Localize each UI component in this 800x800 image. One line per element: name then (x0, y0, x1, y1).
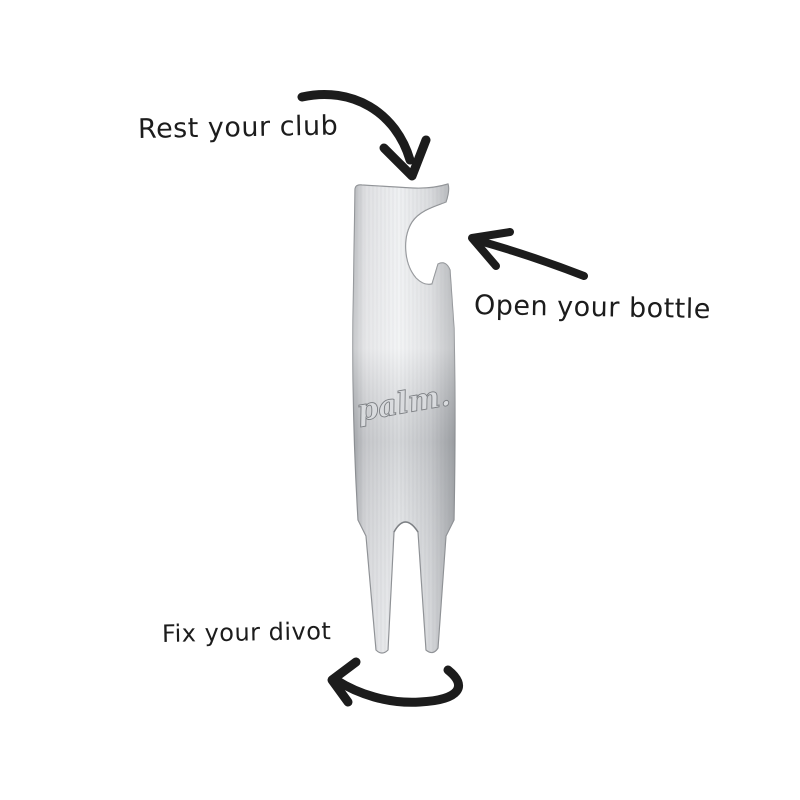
arrow-open-bottle-icon (468, 228, 588, 280)
label-open-your-bottle: Open your bottle (473, 290, 712, 326)
divot-tool (352, 183, 456, 654)
label-fix-your-divot: Fix your divot (161, 617, 332, 648)
arrow-rest-club-icon (297, 90, 431, 181)
arrow-fix-divot-icon (327, 657, 463, 707)
label-rest-your-club: Rest your club (137, 110, 339, 145)
